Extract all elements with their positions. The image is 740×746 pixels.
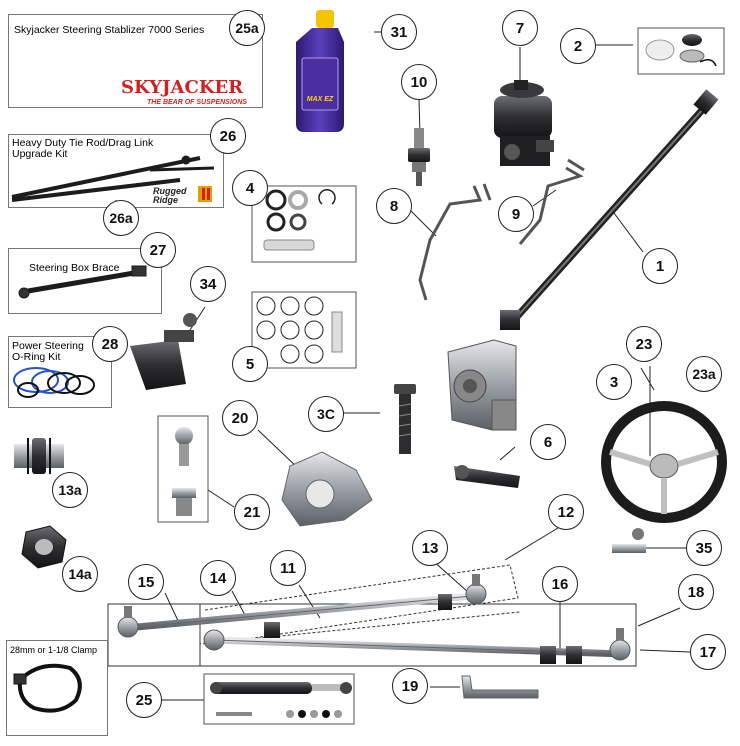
callout-1: 1 [642, 248, 678, 284]
stabilizer-bracket-art [461, 675, 539, 699]
sector-shaft-bolt-art [394, 384, 416, 454]
oring-seal-kit-art [251, 291, 357, 369]
callout-23a: 23a [686, 356, 722, 392]
tie-rod-kit-caption: Heavy Duty Tie Rod/Drag Link Upgrade Kit [12, 137, 154, 160]
callout-14a: 14a [62, 556, 98, 592]
callout-28: 28 [92, 326, 128, 362]
steering-knuckle-art [281, 451, 373, 527]
rugged-ridge-line1: Rugged [153, 186, 187, 196]
callout-21: 21 [234, 494, 270, 530]
clamp-sleeve-art [14, 438, 64, 474]
pressure-switch-art [408, 128, 430, 186]
callout-10: 10 [401, 64, 437, 100]
ball-joint-kit-art [157, 415, 209, 523]
steering-stabilizer-art [203, 673, 355, 725]
rugged-ridge-line2: Ridge [153, 195, 179, 205]
steering-wheel-art [601, 401, 727, 523]
clamp-box: 28mm or 1-1/8 Clamp [6, 640, 108, 736]
callout-3: 3 [596, 364, 632, 400]
callout-7: 7 [502, 10, 538, 46]
tie-rod-kit-art [11, 155, 215, 202]
steering-gear-box-art [447, 339, 517, 431]
callout-27: 27 [140, 232, 176, 268]
callout-13a: 13a [52, 472, 88, 508]
dust-boot-kit-art [637, 27, 725, 75]
callout-12: 12 [548, 494, 584, 530]
callout-16: 16 [542, 566, 578, 602]
callout-25: 25 [126, 682, 162, 718]
callout-4: 4 [232, 170, 268, 206]
oring-kit-box: Power Steering O-Ring Kit [8, 336, 112, 408]
tie-rod-kit-box: Heavy Duty Tie Rod/Drag Link Upgrade Kit… [8, 134, 224, 208]
stabilizer-kit-box: Skyjacker Steering Stablizer 7000 Series… [8, 14, 263, 108]
callout-11: 11 [270, 550, 306, 586]
tie-rod-end-art [612, 528, 646, 553]
steering-fluid-bottle-art [296, 10, 344, 132]
callout-25a: 25a [229, 10, 265, 46]
steering-box-brace-caption: Steering Box Brace [29, 262, 120, 274]
intermediate-steering-shaft-art [500, 89, 719, 330]
callout-31: 31 [381, 14, 417, 50]
callout-26: 26 [210, 118, 246, 154]
callout-23: 23 [626, 326, 662, 362]
callout-6: 6 [530, 424, 566, 460]
callout-3c: 3C [308, 396, 344, 432]
power-steering-pump-art [494, 80, 554, 166]
callout-35: 35 [686, 530, 722, 566]
callout-13: 13 [412, 530, 448, 566]
callout-8: 8 [376, 188, 412, 224]
oring-kit-art [13, 367, 95, 398]
stabilizer-kit-caption: Skyjacker Steering Stablizer 7000 Series [14, 24, 205, 36]
steering-box-mount-art [130, 313, 197, 390]
clamp-caption: 28mm or 1-1/8 Clamp [10, 645, 98, 655]
clamp-art [13, 663, 82, 713]
callout-34: 34 [190, 266, 226, 302]
callout-26a: 26a [103, 200, 139, 236]
callout-18: 18 [678, 574, 714, 610]
return-hose-art [518, 158, 585, 245]
callout-14: 14 [200, 560, 236, 596]
steering-box-brace-art [18, 265, 147, 299]
callout-19: 19 [392, 668, 428, 704]
seal-kit-art [251, 185, 357, 263]
callout-20: 20 [222, 400, 258, 436]
pressure-hose-art [418, 183, 492, 301]
pitman-arm-art [454, 465, 520, 488]
rugged-ridge-logo [198, 186, 212, 202]
steering-box-brace-box: Steering Box Brace [8, 248, 162, 314]
skyjacker-tagline: THE BEAR OF SUSPENSIONS [147, 99, 247, 106]
oring-kit-caption: Power Steering O-Ring Kit [12, 340, 84, 363]
callout-15: 15 [128, 564, 164, 600]
callout-5: 5 [232, 346, 268, 382]
jam-nut-art [21, 525, 67, 569]
callout-17: 17 [690, 634, 726, 670]
callout-9: 9 [498, 196, 534, 232]
callout-2: 2 [560, 28, 596, 64]
tie-rod-assembly-art [117, 574, 631, 664]
fluid-label: MAX EZ [307, 96, 334, 103]
skyjacker-logo: SKYJACKER [121, 77, 244, 98]
rugged-ridge-brand: Rugged Ridge [153, 187, 187, 205]
